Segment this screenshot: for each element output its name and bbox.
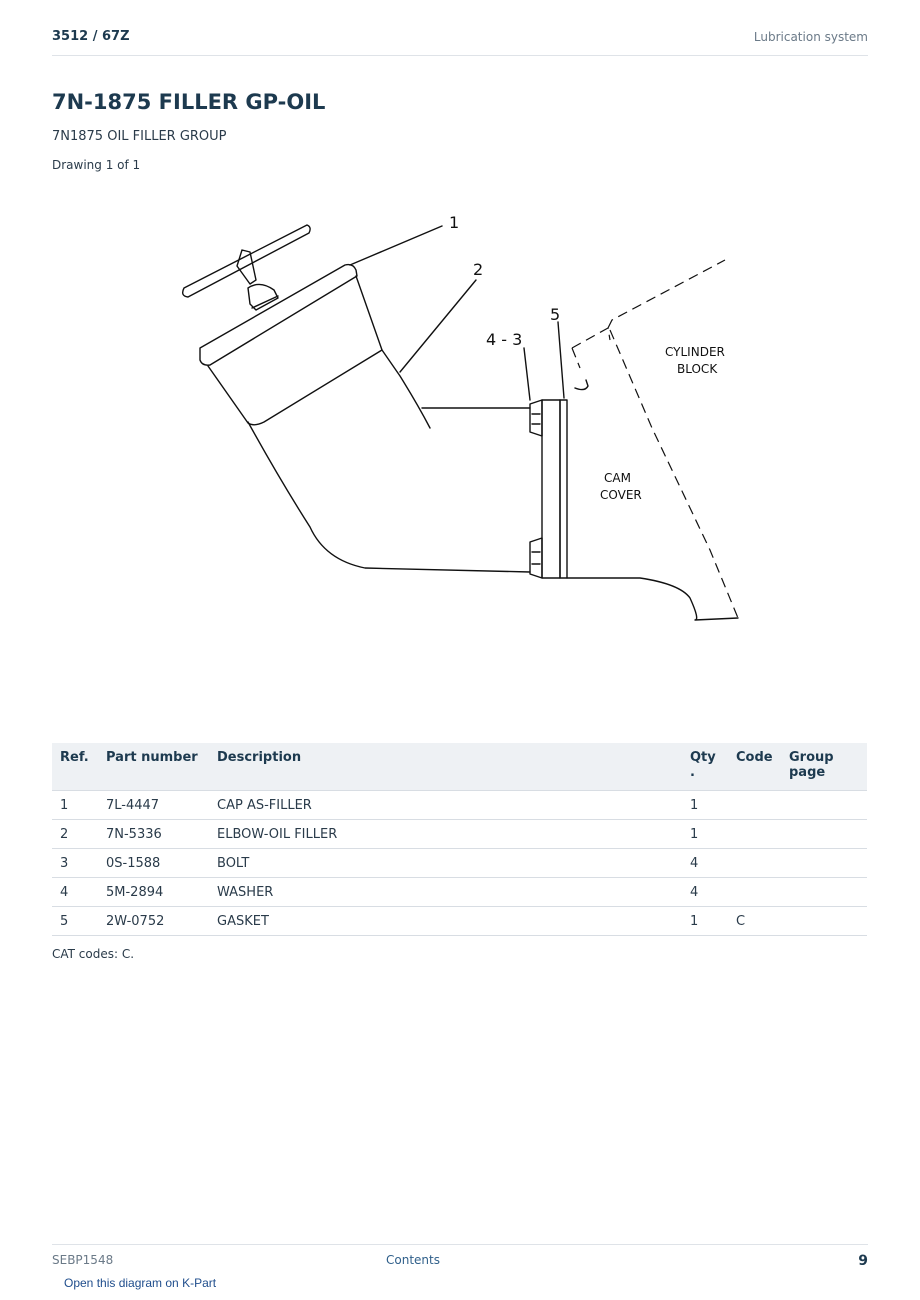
cell-code (728, 790, 781, 820)
block-top-edge (571, 327, 611, 349)
header-qty: Qty . (682, 743, 728, 791)
header-ref: Ref. (52, 743, 98, 791)
block-upper-edge (607, 259, 726, 329)
table-header-row: Ref. Part number Description Qty . Code … (52, 743, 867, 791)
cam-cover-lip (574, 379, 589, 391)
cell-ref: 3 (52, 848, 98, 878)
cell-group-page (781, 848, 867, 878)
table-row: 2 7N-5336 ELBOW-OIL FILLER 1 (52, 819, 867, 849)
group-subtitle: 7N1875 OIL FILLER GROUP (52, 129, 227, 144)
block-lower-corner (571, 347, 581, 369)
cell-part-number: 7L-4447 (98, 790, 209, 820)
contents-link[interactable]: Contents (386, 1253, 440, 1267)
cell-group-page (781, 819, 867, 849)
header-code: Code (728, 743, 781, 791)
cam-cover-label-line2: COVER (600, 488, 642, 502)
open-in-kpart-link[interactable]: Open this diagram on K-Part (64, 1276, 217, 1290)
header-part-number: Part number (98, 743, 209, 791)
model-breadcrumb: 3512 / 67Z (52, 29, 130, 44)
cell-ref: 5 (52, 906, 98, 936)
page-footer: SEBP1548 Contents 9 (52, 1244, 868, 1275)
table-row: 3 0S-1588 BOLT 4 (52, 848, 867, 878)
drawing-count: Drawing 1 of 1 (52, 158, 141, 172)
cell-part-number: 7N-5336 (98, 819, 209, 849)
bolt-details (531, 413, 541, 565)
gasket (559, 399, 568, 579)
oil-filler-drawing: 1 2 4 - 3 5 CYLINDER BLOCK CAM COVER (181, 213, 739, 621)
callout-4-3: 4 - 3 (486, 330, 522, 349)
cell-code: C (728, 906, 781, 936)
cell-part-number: 5M-2894 (98, 877, 209, 907)
cell-part-number: 2W-0752 (98, 906, 209, 936)
cell-description: BOLT (209, 848, 682, 878)
parts-diagram: 1 2 4 - 3 5 CYLINDER BLOCK CAM COVER (160, 200, 760, 700)
cell-description: ELBOW-OIL FILLER (209, 819, 682, 849)
header-group-page: Group page (781, 743, 867, 791)
callout-leader-5 (557, 321, 565, 399)
cell-qty: 1 (682, 906, 728, 936)
callout-leader-4-3 (523, 347, 531, 401)
block-side-edge (609, 329, 739, 619)
cell-qty: 1 (682, 790, 728, 820)
cap-top-rim (199, 263, 358, 366)
callout-2: 2 (473, 260, 483, 279)
header-description: Description (209, 743, 682, 791)
cell-ref: 4 (52, 877, 98, 907)
table-row: 5 2W-0752 GASKET 1 C (52, 906, 867, 936)
handle-nut (247, 283, 279, 311)
cylinder-block-label-line2: BLOCK (677, 362, 718, 376)
elbow-inner-edge (381, 349, 431, 429)
cam-cover-label-line1: CAM (604, 471, 631, 485)
parts-table: Ref. Part number Description Qty . Code … (52, 743, 867, 936)
cell-qty: 4 (682, 848, 728, 878)
page-title: 7N-1875 FILLER GP-OIL (52, 90, 326, 114)
cat-codes-note: CAT codes: C. (52, 947, 135, 961)
callout-leader-1 (349, 225, 443, 266)
t-handle (181, 224, 311, 298)
cell-part-number: 0S-1588 (98, 848, 209, 878)
document-id: SEBP1548 (52, 1253, 114, 1267)
cell-group-page (781, 906, 867, 936)
cell-description: WASHER (209, 877, 682, 907)
cell-code (728, 877, 781, 907)
cylinder-block-label-line1: CYLINDER (665, 345, 725, 359)
page-header: 3512 / 67Z Lubrication system (52, 26, 868, 56)
table-row: 1 7L-4447 CAP AS-FILLER 1 (52, 790, 867, 820)
page-number: 9 (858, 1253, 868, 1269)
bolt-head-bottom (529, 537, 543, 579)
callout-1: 1 (449, 213, 459, 232)
cell-qty: 1 (682, 819, 728, 849)
handle-stem (236, 249, 257, 285)
flange-plate (541, 399, 561, 579)
cam-cover-base (566, 577, 739, 621)
section-name: Lubrication system (753, 30, 868, 44)
cell-description: GASKET (209, 906, 682, 936)
table-row: 4 5M-2894 WASHER 4 (52, 877, 867, 907)
cell-ref: 1 (52, 790, 98, 820)
cell-group-page (781, 790, 867, 820)
cell-ref: 2 (52, 819, 98, 849)
cell-description: CAP AS-FILLER (209, 790, 682, 820)
bolt-head-top (529, 399, 543, 437)
callout-leader-2 (399, 279, 477, 373)
nut-base-line (251, 295, 279, 309)
cell-qty: 4 (682, 877, 728, 907)
elbow-outer-curve (247, 421, 531, 573)
cell-code (728, 819, 781, 849)
cell-code (728, 848, 781, 878)
callout-5: 5 (550, 305, 560, 324)
cell-group-page (781, 877, 867, 907)
